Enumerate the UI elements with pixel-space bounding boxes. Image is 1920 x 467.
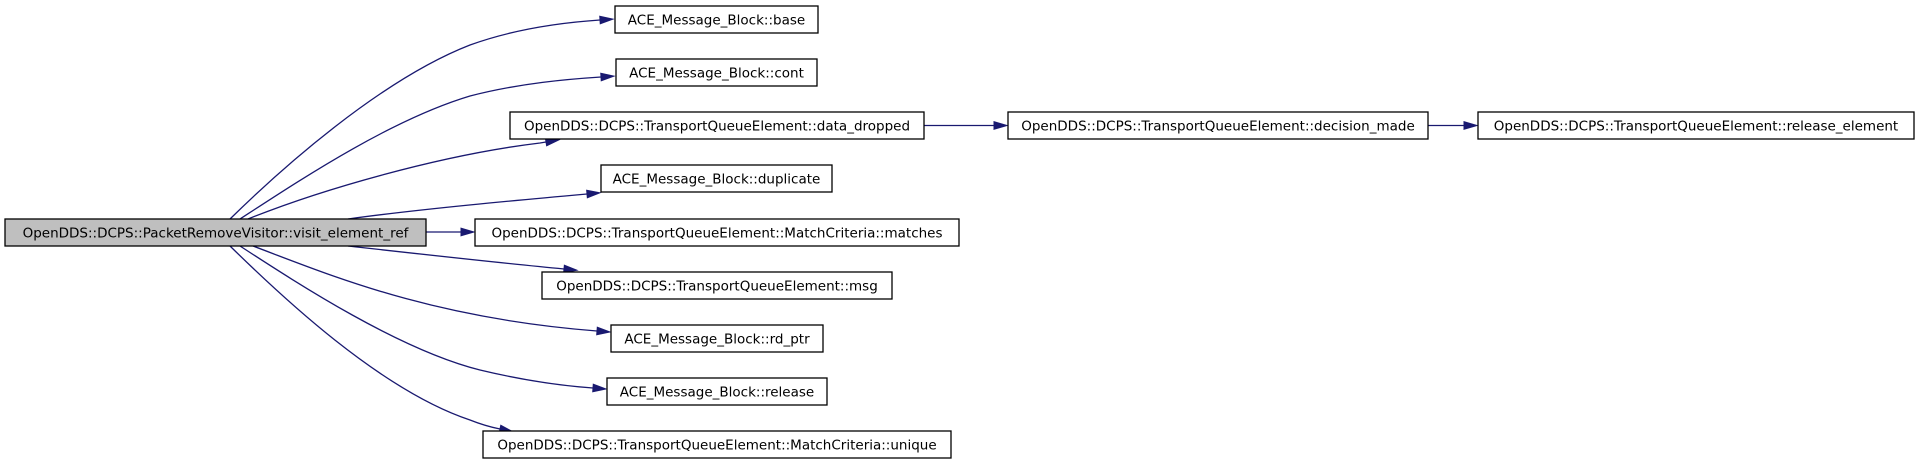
node-label: ACE_Message_Block::duplicate [613, 172, 821, 188]
edge-data_dropped-to-decision_made [924, 121, 1009, 130]
arrowhead-icon [596, 326, 612, 336]
node-release-element[interactable]: OpenDDS::DCPS::TransportQueueElement::re… [1477, 111, 1915, 140]
edge-line [229, 19, 601, 220]
node-label: OpenDDS::DCPS::PacketRemoveVisitor::visi… [23, 226, 410, 242]
node-box [614, 5, 819, 34]
node-label: OpenDDS::DCPS::TransportQueueElement::da… [524, 119, 910, 135]
node-matches[interactable]: OpenDDS::DCPS::TransportQueueElement::Ma… [474, 218, 960, 247]
node-box [482, 430, 952, 459]
nodes-layer: OpenDDS::DCPS::PacketRemoveVisitor::visi… [4, 5, 1915, 459]
node-label: OpenDDS::DCPS::TransportQueueElement::de… [1021, 119, 1415, 135]
edge-line [252, 245, 598, 332]
node-box [610, 324, 824, 353]
edge-root-to-duplicate [347, 189, 602, 220]
arrowhead-icon [586, 189, 602, 199]
edges-layer [229, 15, 1479, 434]
edge-decision_made-to-release_element [1428, 121, 1479, 130]
edge-line [229, 245, 501, 430]
node-box [600, 164, 833, 193]
edge-root-to-matches [426, 227, 476, 237]
edge-line [247, 141, 547, 220]
node-label: ACE_Message_Block::rd_ptr [624, 332, 810, 348]
node-label: OpenDDS::DCPS::TransportQueueElement::re… [1494, 119, 1898, 135]
node-duplicate[interactable]: ACE_Message_Block::duplicate [600, 164, 833, 193]
node-msg[interactable]: OpenDDS::DCPS::TransportQueueElement::ms… [541, 271, 893, 300]
edge-root-to-release [239, 245, 608, 393]
edge-root-to-msg [347, 245, 579, 274]
node-unique[interactable]: OpenDDS::DCPS::TransportQueueElement::Ma… [482, 430, 952, 459]
edge-line [239, 245, 594, 389]
node-release[interactable]: ACE_Message_Block::release [606, 377, 828, 406]
node-cont[interactable]: ACE_Message_Block::cont [615, 58, 818, 87]
arrowhead-icon [1463, 121, 1479, 130]
node-data-dropped[interactable]: OpenDDS::DCPS::TransportQueueElement::da… [509, 111, 925, 140]
edge-root-to-unique [229, 245, 515, 434]
node-rd-ptr[interactable]: ACE_Message_Block::rd_ptr [610, 324, 824, 353]
node-label: OpenDDS::DCPS::TransportQueueElement::Ma… [491, 226, 942, 242]
edge-root-to-rd_ptr [252, 245, 612, 336]
node-box [4, 218, 427, 247]
edge-root-to-data_dropped [247, 137, 561, 220]
node-label: ACE_Message_Block::release [620, 385, 814, 401]
arrowhead-icon [599, 15, 615, 25]
edge-line [347, 193, 588, 220]
node-label: OpenDDS::DCPS::TransportQueueElement::ms… [556, 279, 878, 295]
edge-root-to-base [229, 15, 615, 220]
node-box [615, 58, 818, 87]
arrowhead-icon [592, 383, 608, 393]
node-decision-made[interactable]: OpenDDS::DCPS::TransportQueueElement::de… [1007, 111, 1429, 140]
edge-root-to-cont [239, 72, 616, 220]
node-box [606, 377, 828, 406]
node-box [474, 218, 960, 247]
node-box [541, 271, 893, 300]
node-label: OpenDDS::DCPS::TransportQueueElement::Ma… [497, 438, 936, 454]
node-box [1007, 111, 1429, 140]
node-box [1477, 111, 1915, 140]
arrowhead-icon [600, 72, 616, 82]
arrowhead-icon [993, 121, 1009, 130]
edge-line [239, 76, 602, 220]
node-root[interactable]: OpenDDS::DCPS::PacketRemoveVisitor::visi… [4, 218, 427, 247]
arrowhead-icon [460, 227, 476, 237]
node-base[interactable]: ACE_Message_Block::base [614, 5, 819, 34]
edge-line [347, 245, 565, 270]
node-box [509, 111, 925, 140]
node-label: ACE_Message_Block::base [628, 13, 805, 29]
node-label: ACE_Message_Block::cont [629, 66, 804, 82]
